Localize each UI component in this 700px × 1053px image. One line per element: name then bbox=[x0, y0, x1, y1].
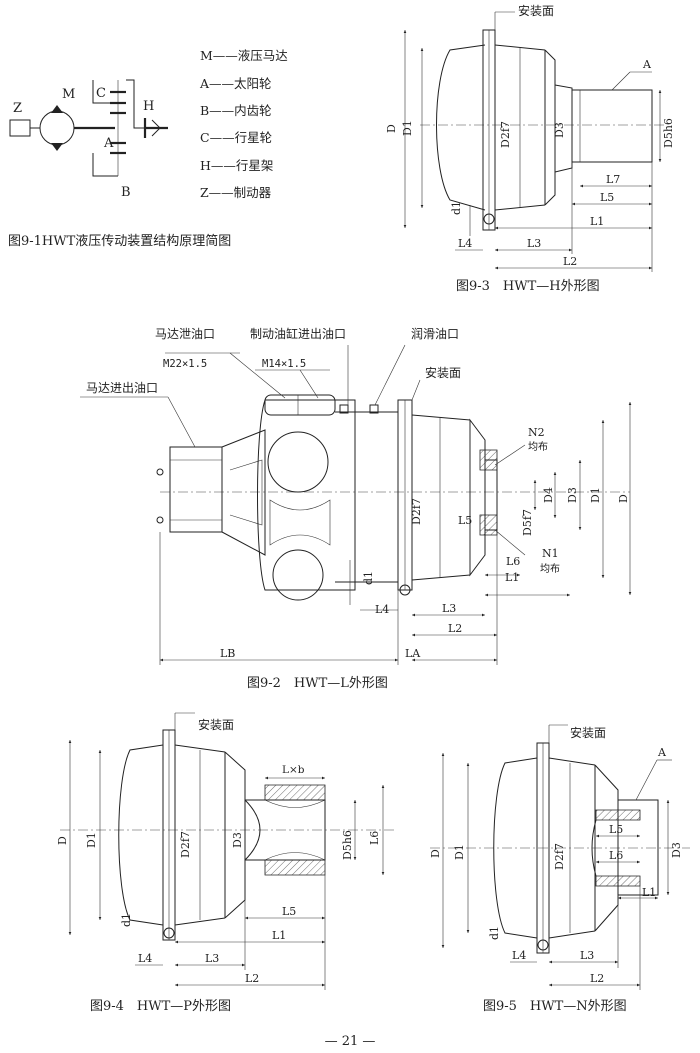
fig3-label-l1: L1 bbox=[590, 215, 604, 228]
fig4-label-l2: L2 bbox=[245, 972, 259, 985]
fig5-label-l6: L6 bbox=[609, 849, 623, 862]
fig4-label-d1-small: d1 bbox=[120, 913, 133, 927]
fig3-label-a: A bbox=[642, 58, 652, 71]
fig3-label-d: D bbox=[385, 124, 398, 133]
fig1-label-h: H bbox=[143, 99, 154, 114]
fig3-label-l7: L7 bbox=[606, 173, 620, 186]
legend-item-h: H——行星架 bbox=[200, 158, 273, 173]
fig1-motor-symbol bbox=[9, 105, 115, 151]
fig2-motor-drain: 马达泄油口 bbox=[155, 327, 215, 341]
fig4-label-l3: L3 bbox=[205, 952, 219, 965]
fig2-label-d: D bbox=[617, 494, 630, 503]
fig2-label-l5: L5 bbox=[458, 514, 472, 527]
fig3-drawing bbox=[403, 11, 665, 272]
fig4-label-l6: L6 bbox=[368, 831, 381, 845]
fig5-label-l4: L4 bbox=[512, 949, 526, 962]
fig4-label-d: D bbox=[56, 836, 69, 845]
fig2-label-d2: D2f7 bbox=[410, 498, 423, 525]
fig5-label-a: A bbox=[657, 746, 667, 759]
fig2-label-la: LA bbox=[405, 647, 421, 660]
fig3-label-d2: D2f7 bbox=[499, 121, 512, 148]
fig2-n2: N2 bbox=[528, 426, 545, 439]
fig2-label-d4: D4 bbox=[542, 487, 555, 503]
fig2-thread-m14: M14×1.5 bbox=[262, 358, 306, 370]
fig2-lube-port: 润滑油口 bbox=[411, 327, 459, 341]
fig2-label-d1-small: d1 bbox=[362, 571, 375, 585]
fig1-gear-train bbox=[92, 79, 168, 177]
fig5-label-d: D bbox=[429, 849, 442, 858]
fig5-label-l3: L3 bbox=[580, 949, 594, 962]
fig5-label-d2: D2f7 bbox=[553, 843, 566, 870]
fig2-label-l6: L6 bbox=[506, 555, 520, 568]
legend-item-m: M——液压马达 bbox=[200, 48, 288, 63]
fig2-label-d5: D5f7 bbox=[521, 509, 534, 536]
fig2-label-l3: L3 bbox=[442, 602, 456, 615]
fig1-label-a: A bbox=[103, 136, 114, 151]
fig3-mount-face: 安装面 bbox=[518, 3, 554, 18]
fig1-legend: M——液压马达 A——太阳轮 B——内齿轮 C——行星轮 H——行星架 Z——制… bbox=[199, 48, 288, 200]
fig4-label-d2: D2f7 bbox=[179, 831, 192, 858]
fig2-label-lb: LB bbox=[220, 647, 235, 660]
fig2-label-l2: L2 bbox=[448, 622, 462, 635]
fig4-label-d3: D3 bbox=[231, 832, 244, 848]
fig2-label-d1: D1 bbox=[589, 487, 602, 503]
fig5-mount-face: 安装面 bbox=[570, 725, 606, 740]
fig5-label-l2: L2 bbox=[590, 972, 604, 985]
fig3-label-l2: L2 bbox=[563, 255, 577, 268]
fig5-label-d3: D3 bbox=[670, 842, 683, 858]
page-number: — 21 — bbox=[325, 1034, 376, 1049]
legend-item-b: B——内齿轮 bbox=[200, 103, 272, 118]
fig3-label-l5: L5 bbox=[600, 191, 614, 204]
fig2-label-l1: L1 bbox=[505, 571, 519, 584]
legend-item-z: Z——制动器 bbox=[200, 185, 272, 200]
fig2-brake-port: 制动油缸进出油口 bbox=[250, 326, 346, 341]
fig2-caption: 图9-2 HWT—L外形图 bbox=[247, 676, 388, 691]
fig2-motor-port: 马达进出油口 bbox=[86, 381, 158, 395]
fig3-label-l3: L3 bbox=[527, 237, 541, 250]
fig3-label-d5: D5h6 bbox=[662, 118, 675, 148]
fig2-label-d3: D3 bbox=[566, 487, 579, 503]
fig1-label-m: M bbox=[62, 87, 75, 102]
legend-item-a: A——太阳轮 bbox=[199, 76, 272, 91]
fig2-n1: N1 bbox=[542, 547, 559, 560]
fig2-mount-face: 安装面 bbox=[425, 365, 461, 380]
fig4-label-l1: L1 bbox=[272, 929, 286, 942]
fig1-label-z: Z bbox=[13, 101, 22, 116]
fig2-label-l4: L4 bbox=[375, 603, 389, 616]
fig1-schematic: Z M C H A B M——液压马达 A——太阳轮 B——内齿轮 C——行星轮… bbox=[8, 48, 288, 249]
fig3-caption: 图9-3 HWT—H外形图 bbox=[456, 279, 600, 294]
fig1-label-c: C bbox=[96, 86, 106, 101]
fig2-even-n1: 均布 bbox=[540, 563, 560, 575]
fig3-label-l4: L4 bbox=[458, 237, 472, 250]
fig4-label-d1: D1 bbox=[85, 832, 98, 848]
fig3-label-d1: D1 bbox=[401, 120, 414, 136]
fig5-drawing bbox=[430, 724, 690, 990]
fig4-label-l5: L5 bbox=[282, 905, 296, 918]
fig2-even-n2: 均布 bbox=[528, 441, 548, 453]
fig2-thread-m22: M22×1.5 bbox=[163, 358, 207, 370]
fig5-caption: 图9-5 HWT—N外形图 bbox=[483, 999, 627, 1014]
fig1-caption: 图9-1HWT液压传动装置结构原理简图 bbox=[8, 233, 231, 249]
fig4-label-l4: L4 bbox=[138, 952, 152, 965]
fig3-label-d3: D3 bbox=[553, 122, 566, 138]
fig2-drawing bbox=[80, 344, 632, 665]
legend-item-c: C——行星轮 bbox=[200, 130, 272, 145]
fig4-drawing bbox=[60, 712, 395, 990]
fig4-caption: 图9-4 HWT—P外形图 bbox=[90, 999, 231, 1014]
fig4-mount-face: 安装面 bbox=[198, 717, 234, 732]
fig5-label-d1-small: d1 bbox=[488, 926, 501, 940]
fig1-label-b: B bbox=[121, 185, 131, 200]
fig5-label-l5: L5 bbox=[609, 823, 623, 836]
fig4-label-lxb: L×b bbox=[282, 764, 305, 776]
fig4-label-d5: D5h6 bbox=[341, 830, 354, 860]
fig5-label-d1: D1 bbox=[453, 844, 466, 860]
fig3-label-d1-small: d1 bbox=[450, 201, 463, 215]
fig5-label-l1: L1 bbox=[642, 886, 656, 899]
